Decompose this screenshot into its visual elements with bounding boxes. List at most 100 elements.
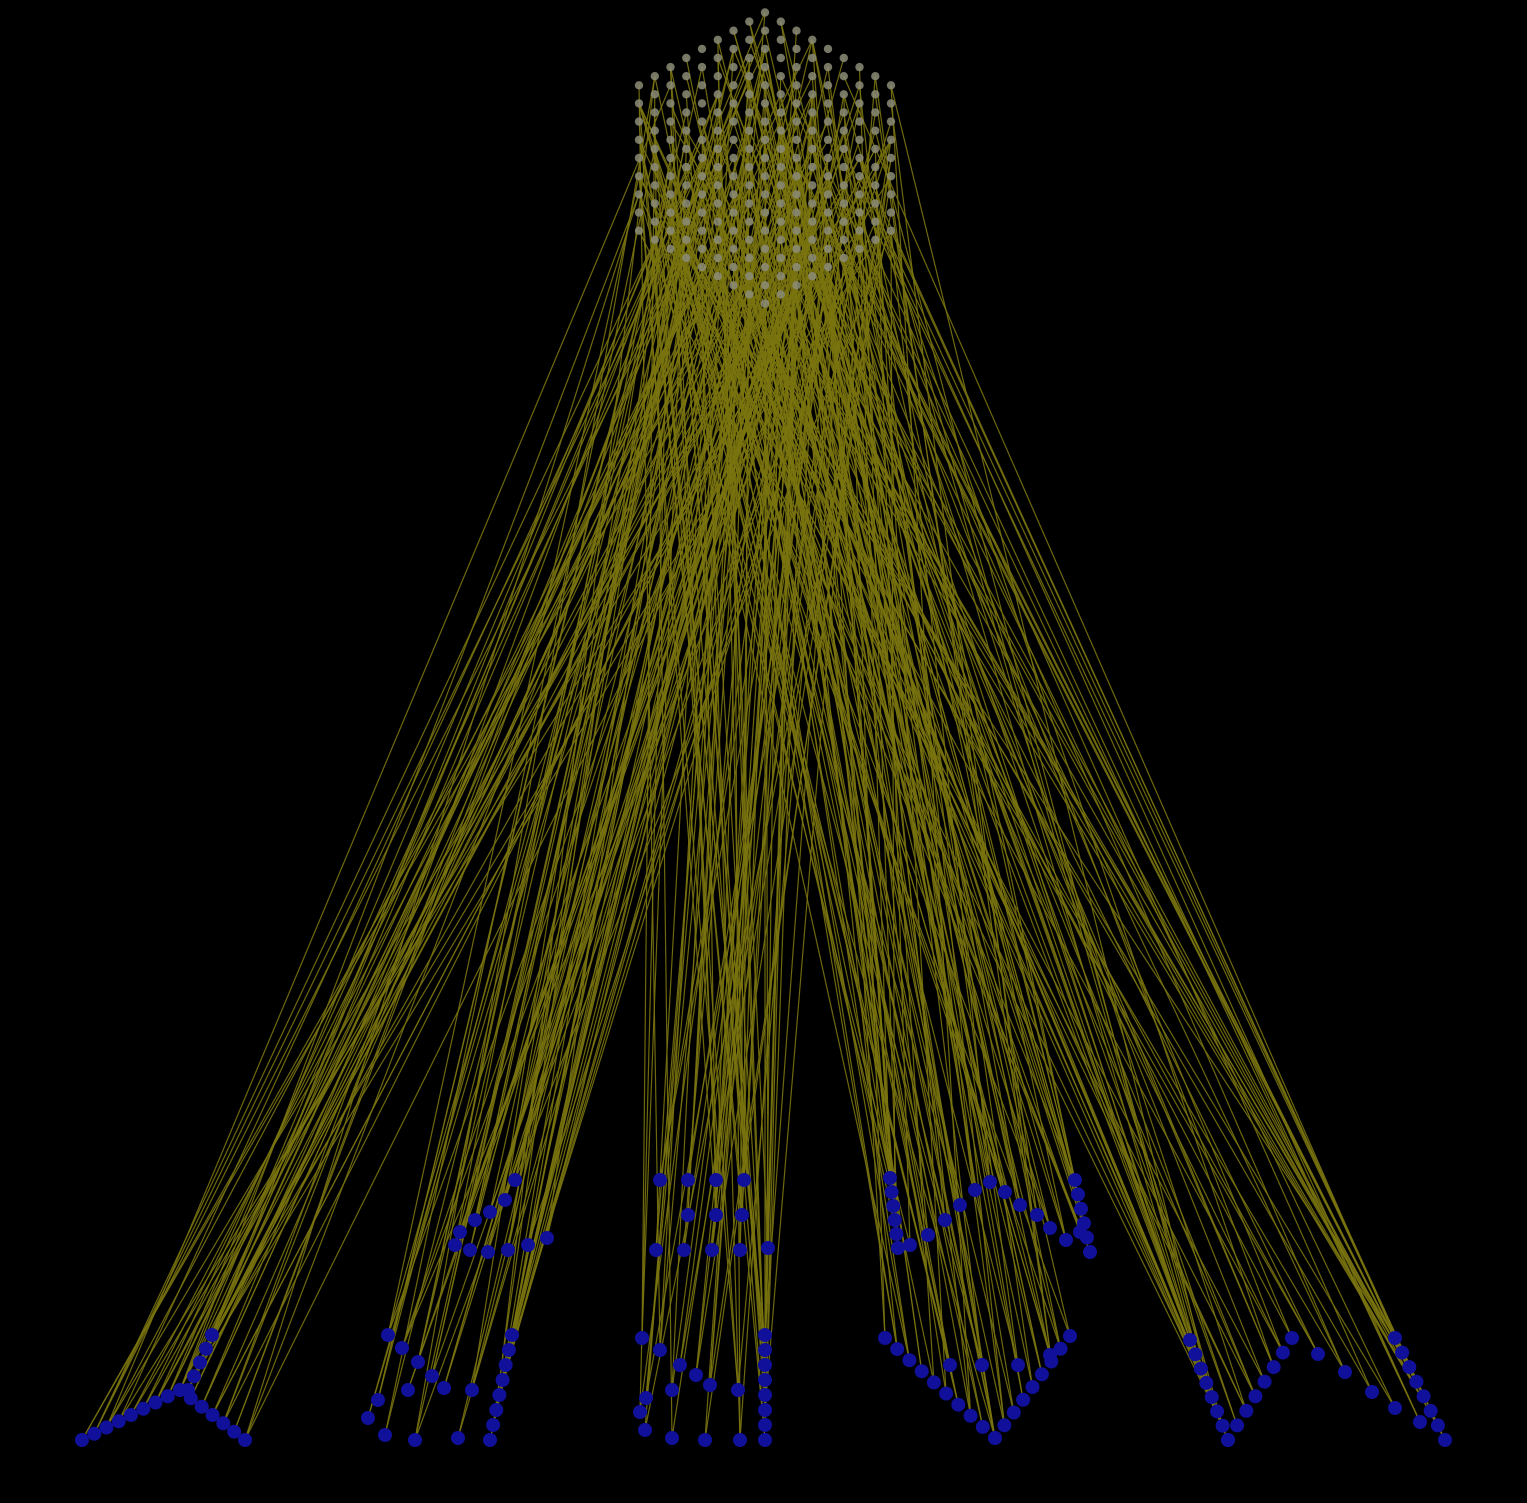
source-node: [760, 262, 770, 272]
edge: [654, 112, 673, 1439]
source-node: [823, 244, 833, 254]
target-node-lower-group-3: [639, 1391, 653, 1405]
target-node-lower-group-5: [1409, 1374, 1424, 1389]
target-node-lower-group-1: [111, 1414, 126, 1429]
target-node-upper-group-3: [1059, 1233, 1073, 1247]
source-node: [666, 99, 675, 108]
source-node: [855, 62, 864, 72]
source-node: [886, 135, 896, 144]
target-node-lower-group-2: [483, 1433, 497, 1447]
source-node: [823, 226, 833, 235]
source-node: [839, 199, 848, 208]
target-node-lower-group-2: [381, 1328, 395, 1342]
target-node-lower-group-1: [87, 1426, 102, 1441]
source-node: [729, 153, 738, 163]
source-node: [650, 217, 659, 226]
target-node-lower-group-3: [758, 1373, 772, 1387]
source-node: [855, 135, 864, 144]
edge: [717, 203, 1439, 1426]
source-node: [855, 117, 864, 126]
edge: [748, 276, 929, 1236]
target-node-lower-group-3: [758, 1403, 772, 1417]
edge: [748, 257, 1284, 1353]
target-node-lower-group-4: [951, 1397, 966, 1412]
edge: [717, 257, 1373, 1393]
edge: [843, 203, 1373, 1393]
source-node: [713, 272, 722, 281]
source-node: [713, 53, 722, 63]
edge: [654, 130, 739, 1391]
edge: [638, 230, 1224, 1426]
source-node: [886, 226, 896, 235]
target-node-upper-group-1: [481, 1245, 495, 1259]
source-node: [634, 190, 644, 199]
target-node-lower-group-5: [1248, 1389, 1263, 1404]
target-node-lower-group-5: [1388, 1331, 1402, 1345]
target-node-upper-group-3: [968, 1183, 982, 1197]
edge: [431, 48, 735, 1377]
target-node-lower-group-1: [136, 1401, 151, 1416]
target-node-lower-group-2: [408, 1433, 422, 1447]
source-node: [697, 208, 707, 217]
edge: [669, 121, 1396, 1339]
edge: [671, 230, 829, 1391]
source-node: [697, 226, 707, 235]
edge: [669, 157, 717, 1181]
source-node: [839, 181, 848, 190]
source-node-cluster: [634, 8, 896, 308]
source-node: [839, 217, 848, 226]
source-node: [839, 53, 848, 63]
source-node: [713, 253, 722, 263]
target-node-lower-group-5: [1338, 1365, 1352, 1379]
source-node: [776, 217, 785, 226]
source-node: [792, 153, 801, 163]
source-node: [808, 162, 817, 172]
target-node-upper-group-3: [1013, 1198, 1027, 1212]
target-node-lower-group-2: [451, 1431, 465, 1445]
target-node-lower-group-5: [1285, 1331, 1299, 1345]
target-node-upper-group-2: [737, 1173, 751, 1187]
edge: [811, 275, 1425, 1397]
edge: [105, 85, 672, 1428]
target-node-lower-group-3: [653, 1343, 667, 1357]
edge: [717, 148, 1417, 1382]
source-node: [808, 108, 817, 117]
target-node-lower-group-5: [1199, 1375, 1214, 1390]
target-node-lower-group-1: [124, 1408, 138, 1422]
source-node: [776, 53, 785, 63]
target-node-upper-group-2: [649, 1243, 663, 1257]
target-node-upper-group-2: [761, 1241, 775, 1255]
edge: [780, 257, 1207, 1384]
target-node-upper-group-1: [508, 1173, 522, 1187]
source-node: [634, 99, 644, 108]
edge: [498, 194, 703, 1396]
target-node-lower-group-5: [1388, 1401, 1402, 1415]
source-node: [650, 126, 659, 135]
source-node: [776, 17, 785, 26]
source-node: [808, 144, 817, 154]
edge: [701, 176, 959, 1405]
target-node-lower-group-2: [401, 1383, 415, 1397]
source-node: [839, 253, 848, 263]
edge: [638, 175, 1346, 1373]
edge: [511, 166, 719, 1336]
source-node: [697, 117, 707, 126]
source-node: [792, 281, 801, 290]
source-node: [697, 153, 707, 163]
source-node: [823, 153, 833, 163]
edge: [654, 76, 935, 1383]
source-node: [650, 199, 659, 208]
source-node: [745, 90, 754, 99]
target-node-lower-group-5: [1430, 1418, 1445, 1433]
target-node-lower-group-2: [371, 1393, 385, 1407]
source-node: [776, 90, 785, 99]
source-node: [745, 199, 754, 208]
edge: [638, 175, 1256, 1397]
source-node: [855, 244, 864, 254]
source-node: [855, 81, 864, 90]
source-node: [776, 144, 785, 154]
source-node: [713, 217, 722, 226]
source-node: [823, 62, 833, 72]
edge: [387, 176, 640, 1336]
source-node: [792, 81, 801, 90]
